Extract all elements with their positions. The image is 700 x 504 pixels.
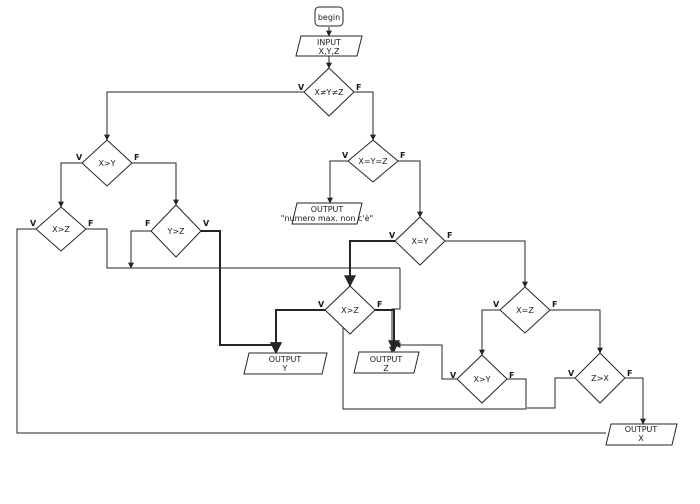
label-false: F (552, 300, 557, 309)
decision-x-eq-z: X=Z (499, 286, 551, 334)
label-false: F (356, 83, 361, 92)
edge-ygtz-true (201, 230, 282, 355)
decision-y-gt-z-label: Y>Z (166, 227, 185, 236)
decision-x-gt-z-mid-label: X>Z (341, 306, 359, 315)
output-y-title: OUTPUT (269, 355, 302, 364)
edge-xgty-false (132, 162, 179, 206)
decision-z-gt-x: Z>X (574, 352, 626, 404)
edge-join-to-xgtz-mid (389, 268, 401, 353)
decision-z-gt-x-label: Z>X (591, 374, 609, 383)
decision-x-gt-z-left: X>Z (35, 206, 87, 252)
label-true: V (568, 369, 575, 378)
label-false: F (145, 219, 150, 228)
output-z: OUTPUT Z (353, 351, 420, 374)
edge-xyz-true (327, 160, 348, 204)
decision-all-different-label: X≠Y≠Z (314, 88, 344, 97)
label-true: V (30, 219, 37, 228)
input-block: INPUT X,Y,Z (295, 35, 363, 57)
label-true: V (493, 300, 500, 309)
label-false: F (134, 153, 139, 162)
label-false: F (447, 231, 452, 240)
output-no-max: OUTPUT "numero max. non c'è" (281, 202, 373, 225)
connectors (16, 27, 646, 434)
output-no-max-title: OUTPUT (311, 205, 344, 214)
edge-xeqy-false (445, 240, 528, 288)
label-false: F (88, 219, 93, 228)
output-no-max-text: "numero max. non c'è" (281, 213, 373, 223)
decision-all-different: X≠Y≠Z (303, 67, 355, 117)
decision-x-gt-y: X>Y (81, 139, 133, 187)
output-z-text: Z (383, 364, 389, 373)
output-z-title: OUTPUT (370, 355, 403, 364)
label-true: V (76, 153, 83, 162)
edge-xgtz-mid-true (270, 309, 325, 355)
decision-x-eq-y-eq-z-label: X=Y=Z (358, 157, 388, 166)
decision-x-eq-y: X=Y (394, 216, 446, 266)
edge-xgty-low-false (340, 309, 527, 410)
label-true: V (389, 231, 396, 240)
start-label: begin (318, 13, 340, 22)
edge-xeqz-false (550, 309, 603, 354)
edge-zgtx-true (527, 377, 575, 409)
label-true: V (342, 151, 349, 160)
label-true: V (450, 371, 457, 380)
edge-zgtx-false (625, 377, 646, 425)
output-x: OUTPUT X (605, 423, 678, 446)
edge-xgtz-left-true (16, 228, 606, 434)
label-false: F (627, 369, 632, 378)
decision-x-gt-y-label: X>Y (98, 159, 115, 168)
start-terminal: begin (314, 6, 344, 27)
label-true: V (203, 219, 210, 228)
decision-x-gt-z-mid: X>Z (324, 285, 376, 335)
edge-alldiff-true (104, 91, 304, 141)
edge-xgtz-mid-false (375, 309, 400, 353)
label-true: V (318, 300, 325, 309)
edge-xgty-low-true (394, 342, 457, 380)
edge-xeqz-true (479, 309, 500, 356)
edge-xgtz-left-false (86, 228, 400, 269)
decision-x-gt-y-low: X>Y (456, 354, 508, 404)
label-true: V (298, 83, 305, 92)
branch-labels: V F V F V F V F F V V F V F V F V F V F (30, 83, 632, 380)
edge-xgty-true (58, 162, 82, 208)
edge-xeqy-true (344, 240, 395, 288)
edge-xyz-false (398, 160, 423, 218)
decision-x-gt-z-left-label: X>Z (52, 225, 70, 234)
label-false: F (400, 151, 405, 160)
output-x-text: X (638, 434, 644, 443)
input-vars: X,Y,Z (319, 47, 340, 56)
input-title: INPUT (317, 38, 341, 47)
decision-y-gt-z: Y>Z (150, 204, 202, 258)
output-x-title: OUTPUT (625, 425, 658, 434)
decision-x-eq-y-label: X=Y (411, 237, 428, 246)
decision-x-gt-y-low-label: X>Y (473, 375, 490, 384)
decision-x-eq-y-eq-z: X=Y=Z (347, 139, 399, 183)
output-y-text: Y (282, 364, 288, 373)
label-false: F (377, 300, 382, 309)
edge-alldiff-false (354, 91, 376, 141)
decision-x-eq-z-label: X=Z (516, 306, 534, 315)
label-false: F (509, 371, 514, 380)
edge-ygtz-false (128, 230, 151, 269)
output-y: OUTPUT Y (243, 352, 328, 375)
